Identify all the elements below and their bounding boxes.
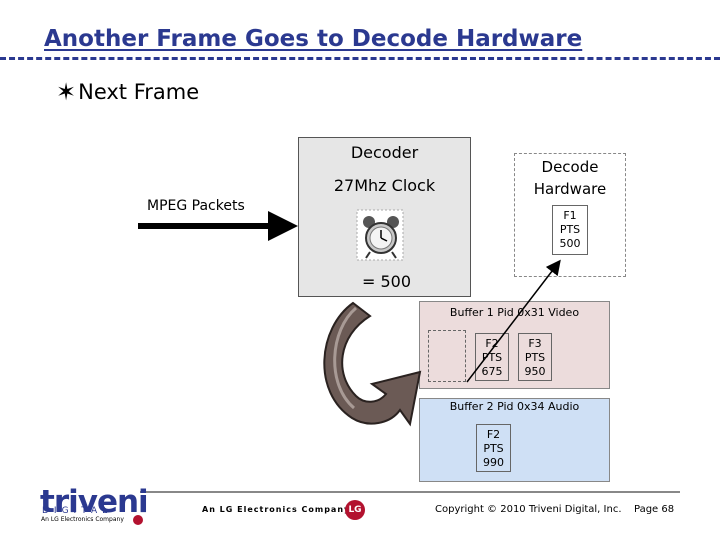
title-divider bbox=[0, 57, 720, 60]
frame-pts-value: 950 bbox=[524, 365, 546, 378]
mpeg-input-arrow bbox=[138, 211, 298, 241]
alarm-clock-icon bbox=[356, 209, 404, 261]
frame-name: F3 bbox=[528, 337, 542, 350]
frame-pts-value: 990 bbox=[483, 456, 504, 469]
mpeg-packets-label: MPEG Packets bbox=[147, 198, 245, 214]
frame-f3-video-box: F3 PTS 950 bbox=[518, 333, 552, 381]
decode-hardware-label-line1: Decode bbox=[541, 158, 599, 176]
frame-pts-value: 675 bbox=[481, 365, 503, 378]
triveni-logo-text: triveni bbox=[40, 484, 149, 520]
decode-hardware-label: Decode Hardware bbox=[514, 156, 626, 200]
curved-arrow-icon bbox=[323, 301, 422, 427]
star-bullet-icon: ✶ bbox=[56, 78, 77, 106]
lg-logo-icon: LG bbox=[345, 500, 365, 520]
clock-value: = 500 bbox=[362, 272, 412, 291]
frame-pts-value: 500 bbox=[559, 237, 581, 250]
frame-pts-label: PTS bbox=[559, 223, 581, 236]
frame-f1-box: F1 PTS 500 bbox=[552, 205, 588, 255]
decoder-label: Decoder bbox=[350, 143, 419, 162]
triveni-logo-tagline: An LG Electronics Company bbox=[41, 516, 124, 523]
page-number: Page 68 bbox=[634, 504, 675, 515]
footer-divider bbox=[140, 491, 680, 493]
lg-dot-icon bbox=[133, 515, 143, 525]
bullet-item: ✶ Next Frame bbox=[56, 78, 199, 106]
audio-buffer-label: Buffer 2 Pid 0x34 Audio bbox=[449, 400, 580, 413]
frame-pts-label: PTS bbox=[483, 442, 504, 455]
frame-pts-label: PTS bbox=[524, 351, 546, 364]
bullet-text: Next Frame bbox=[78, 80, 200, 104]
video-buffer-box bbox=[419, 301, 610, 389]
slide-title: Another Frame Goes to Decode Hardware bbox=[44, 26, 583, 52]
frame-name: F1 bbox=[563, 209, 577, 222]
frame-name: F2 bbox=[485, 337, 499, 350]
frame-pts-label: PTS bbox=[481, 351, 503, 364]
audio-buffer-box bbox=[419, 398, 610, 482]
frame-f2-audio-box: F2 PTS 990 bbox=[476, 424, 511, 472]
frame-f2-video-box: F2 PTS 675 bbox=[475, 333, 509, 381]
frame-name: F2 bbox=[486, 428, 501, 441]
empty-frame-slot bbox=[428, 330, 466, 382]
triveni-logo-sub: DIGITAL bbox=[42, 506, 113, 516]
decode-hardware-label-line2: Hardware bbox=[533, 180, 607, 198]
copyright-text: Copyright © 2010 Triveni Digital, Inc. bbox=[435, 504, 622, 515]
video-buffer-label: Buffer 1 Pid 0x31 Video bbox=[449, 306, 580, 319]
frame-transfer-arrow bbox=[466, 259, 561, 383]
clock-label: 27Mhz Clock bbox=[333, 176, 436, 195]
company-tagline: An LG Electronics Company bbox=[202, 505, 351, 514]
